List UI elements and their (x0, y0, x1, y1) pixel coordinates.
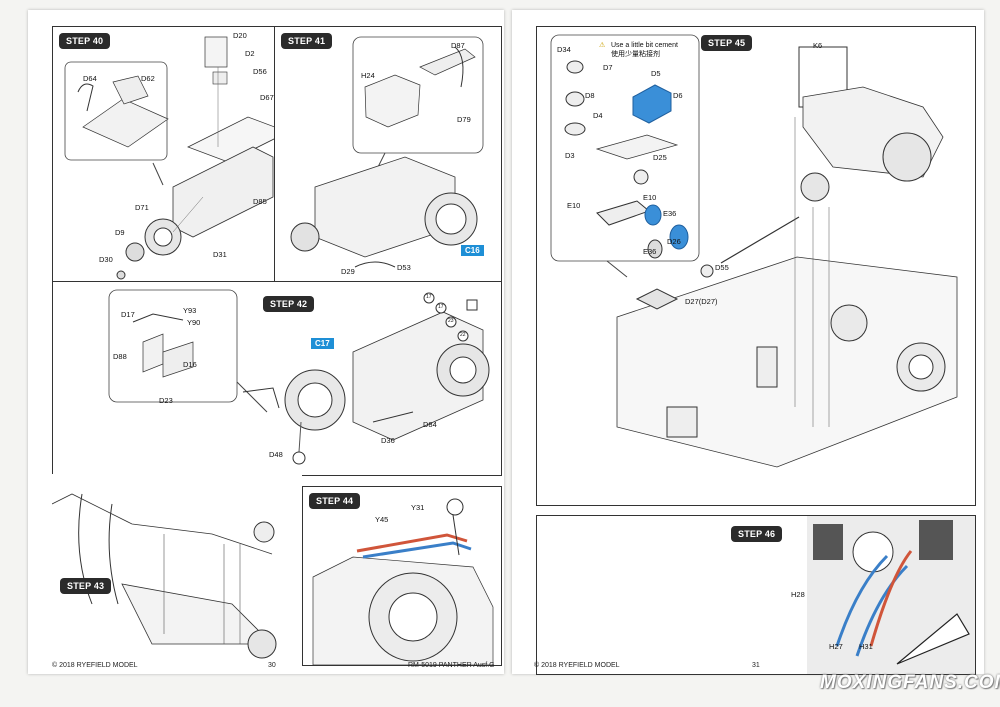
cement-note-chinese: 使用少量粘接剂 (611, 51, 660, 58)
part-label: D3 (565, 151, 575, 160)
step-40-panel: STEP 40 D64 D62 D20 D2 D56 D67 D71 D85 D… (52, 26, 276, 283)
step-45-badge: STEP 45 (701, 35, 753, 51)
part-label: D27(D27) (685, 297, 718, 306)
step-42-panel: STEP 42 D17 Y93 Y90 D88 D16 D23 D48 D36 … (52, 281, 502, 476)
step-41-panel: STEP 41 H24 D87 D79 D29 D53 C16 (274, 26, 502, 283)
part-label: D4 (593, 111, 603, 120)
step-40-badge: STEP 40 (59, 33, 111, 49)
part-label: D79 (457, 115, 471, 124)
part-label: D67 (260, 93, 274, 102)
step-45-illustration (550, 34, 958, 468)
part-label: D26 (667, 237, 681, 246)
part-label: D56 (253, 67, 267, 76)
left-page-number: 30 (268, 662, 276, 669)
step-44-illustration (312, 498, 494, 665)
part-label: D30 (99, 255, 113, 264)
step-44-panel: STEP 44 Y45 Y31 (302, 486, 502, 666)
part-label: D20 (233, 31, 247, 40)
part-label: Y93 (183, 306, 197, 315)
part-label: Y90 (187, 318, 201, 327)
part-label: D25 (653, 153, 667, 162)
part-label: H31 (859, 642, 873, 651)
left-page: STEP 40 D64 D62 D20 D2 D56 D67 D71 D85 D… (28, 10, 504, 674)
part-label: D84 (423, 420, 437, 429)
left-footer-product: RM-5019 PANTHER Ausf.G (408, 662, 495, 669)
part-label: D31 (213, 250, 227, 259)
part-label: D7 (603, 63, 613, 72)
part-label: D88 (113, 352, 127, 361)
step-46-badge: STEP 46 (731, 526, 783, 542)
part-label: E36 (663, 209, 677, 218)
part-label: D71 (135, 203, 149, 212)
callout-number: 17 (438, 304, 444, 310)
step-40-illustration (64, 36, 275, 280)
part-label: D16 (183, 360, 197, 369)
step-46-illustration (807, 516, 975, 674)
part-label: D36 (381, 436, 395, 445)
part-label: E36 (643, 247, 657, 256)
part-label: D29 (341, 267, 355, 276)
part-label: D85 (253, 197, 267, 206)
step-46-panel: STEP 46 H28 H27 H31 (536, 515, 976, 675)
part-label: H28 (791, 590, 805, 599)
part-label: D34 (557, 45, 571, 54)
step-44-badge: STEP 44 (309, 493, 361, 509)
watermark: MOXINGFANS.COM (820, 672, 1000, 693)
part-label: D53 (397, 263, 411, 272)
callout-number: 17 (426, 294, 432, 300)
part-label: Y45 (375, 515, 389, 524)
step-42-badge: STEP 42 (263, 296, 315, 312)
right-page-number: 31 (752, 662, 760, 669)
callout-number: 22 (460, 332, 466, 338)
part-label: D23 (159, 396, 173, 405)
part-label: Y31 (411, 503, 425, 512)
part-label: K6 (813, 41, 823, 50)
part-label: D6 (673, 91, 683, 100)
right-footer-copyright: © 2018 RYEFIELD MODEL (534, 662, 620, 669)
part-label: D62 (141, 74, 155, 83)
step-43-illustration (52, 493, 277, 659)
callout-number: 23 (448, 318, 454, 324)
step-43-badge: STEP 43 (60, 578, 112, 594)
part-label: D2 (245, 49, 255, 58)
part-label: D8 (585, 91, 595, 100)
step-45-panel: STEP 45 ⚠ Use a little bit cement 使用少量粘接… (536, 26, 976, 506)
part-label: D87 (451, 41, 465, 50)
color-reference-badge: C17 (311, 338, 334, 349)
part-label: D9 (115, 228, 125, 237)
part-label: D64 (83, 74, 97, 83)
part-label: D5 (651, 69, 661, 78)
step-42-illustration (108, 289, 490, 465)
cement-warning-icon: ⚠ (599, 42, 606, 49)
right-page: STEP 45 ⚠ Use a little bit cement 使用少量粘接… (512, 10, 984, 675)
part-label: H24 (361, 71, 375, 80)
step-43-panel: STEP 43 (52, 474, 302, 664)
part-label: H27 (829, 642, 843, 651)
part-label: D17 (121, 310, 135, 319)
step-41-badge: STEP 41 (281, 33, 333, 49)
part-label: E10 (567, 201, 581, 210)
step-41-illustration (290, 36, 484, 268)
cement-note-english: Use a little bit cement (611, 42, 678, 49)
part-label: E10 (643, 193, 657, 202)
color-reference-badge: C16 (461, 245, 484, 256)
part-label: D55 (715, 263, 729, 272)
left-footer-copyright: © 2018 RYEFIELD MODEL (52, 662, 138, 669)
part-label: D48 (269, 450, 283, 459)
